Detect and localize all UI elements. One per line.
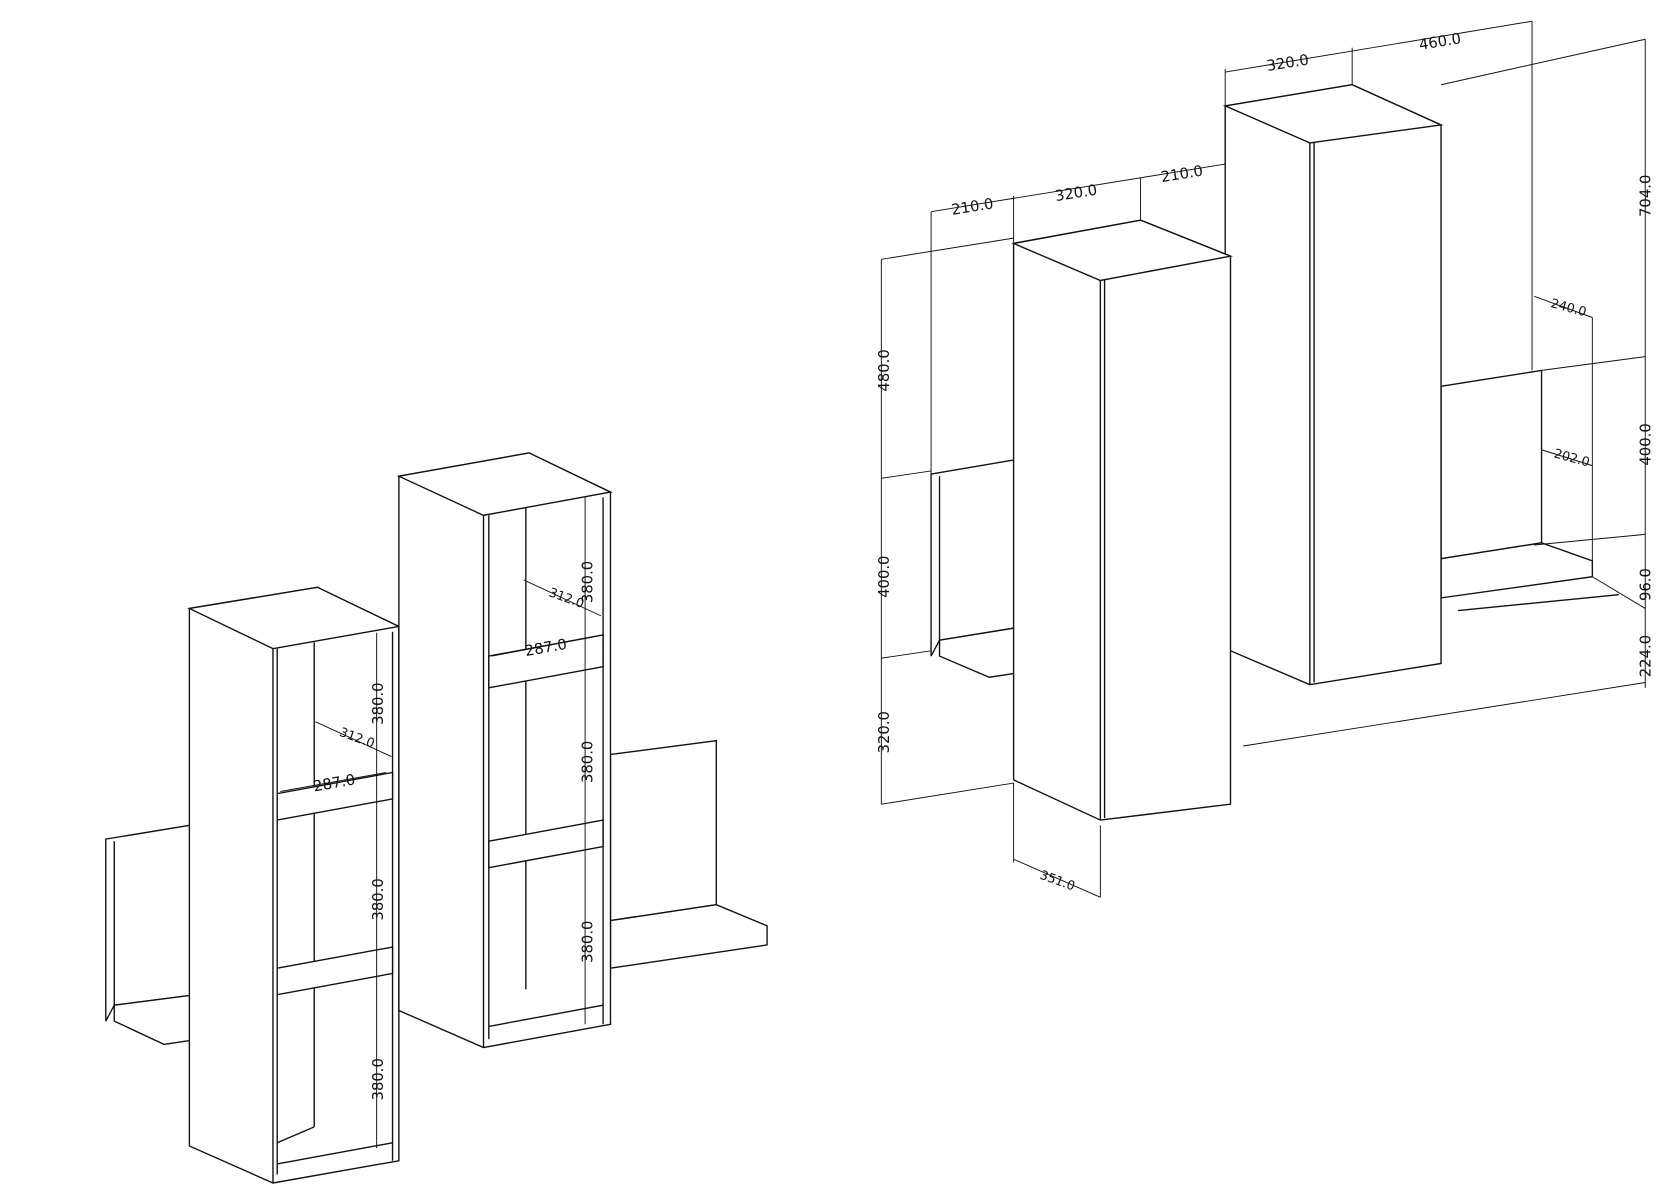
left-cabinet-dimensions: 380.0 312.0 287.0 380.0 380.0	[280, 632, 392, 1149]
dim-label: 380.0	[580, 921, 597, 963]
dim-label: 380.0	[370, 682, 387, 724]
dim-label: 96.0	[1638, 568, 1655, 601]
dim-label: 320.0	[876, 711, 893, 753]
right-wall-shelf	[609, 739, 768, 969]
dim-label: 380.0	[580, 741, 597, 783]
dim-label: 704.0	[1638, 175, 1655, 217]
tall-cabinet-a	[1011, 219, 1233, 821]
dim-label: 351.0	[1038, 867, 1077, 894]
dim-label: 202.0	[1552, 446, 1591, 470]
dim-label: 460.0	[1418, 30, 1463, 53]
right-view-drawing: 210.0 320.0 210.0 320.0 460.0 480.0 400.…	[876, 20, 1655, 898]
dim-label: 224.0	[1638, 635, 1655, 677]
dim-label: 380.0	[580, 561, 597, 603]
right-cabinet-dimensions: 380.0 312.0 287.0 380.0 380.0	[491, 497, 602, 1025]
dim-label: 240.0	[1549, 295, 1588, 319]
right-wall-shelf-closed	[1440, 369, 1619, 612]
tall-cabinet-b	[1222, 84, 1444, 686]
dim-label: 320.0	[1054, 182, 1099, 205]
dim-label: 210.0	[1160, 163, 1205, 186]
dim-label: 400.0	[1638, 423, 1655, 465]
dim-label: 380.0	[370, 878, 387, 920]
dim-label: 400.0	[876, 556, 893, 598]
right-open-cabinet	[396, 452, 613, 1049]
dim-label: 380.0	[370, 1058, 387, 1100]
left-open-cabinet	[187, 586, 402, 1184]
left-view-drawing: 380.0 312.0 287.0 380.0 380.0 380.0 312.…	[105, 452, 768, 1184]
dim-label: 320.0	[1265, 52, 1310, 75]
dim-label: 480.0	[876, 349, 893, 391]
dim-label: 210.0	[950, 195, 995, 218]
